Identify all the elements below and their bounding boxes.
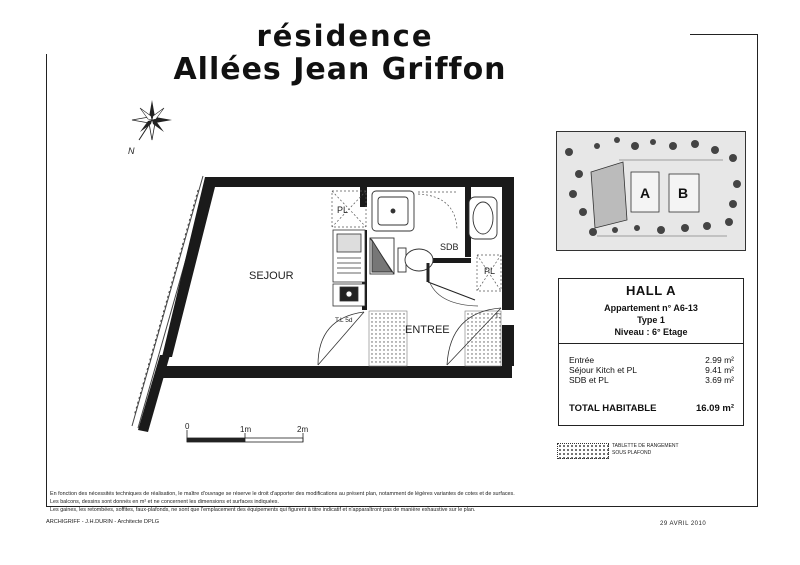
scale-label-0: 0 [185,422,190,431]
cupboard-pl-1 [331,190,367,228]
shower-tray [371,190,415,232]
apartment-type: Type 1 [637,315,665,325]
footer-date: 29 AVRIL 2010 [660,521,707,527]
legend-line-1: TABLETTE DE RANGEMENT [612,443,679,449]
site-map-building-a: A [640,185,650,201]
pl-label-1: PL [337,205,348,215]
scale-label-1m: 1m [240,425,251,434]
hall-title: HALL A [626,283,676,298]
washbasin [468,196,498,240]
cupboard-pl-2 [476,254,502,292]
info-divider [559,343,743,344]
apartment-number: Appartement n° A6-13 [604,303,698,313]
pl-label-2: PL [484,266,495,276]
footer-architect: ARCHIGRIFF - J.H.DURIN - Architecte DPLG [46,519,160,525]
door-entry [446,307,502,366]
fixture-label-tl: T.L 5d [335,317,353,324]
compass-rose-icon [131,100,172,141]
scale-bar [186,430,304,443]
legend-storage-swatch [557,443,609,459]
note-line-3: Les gaines, les retombées, soffites, fau… [50,507,476,513]
water-heater [369,237,395,275]
legend-line-2: SOUS PLAFOND [612,450,652,456]
storage-shelf-2 [464,310,502,367]
room-label-sejour: SEJOUR [249,270,294,282]
compass-north-label: N [128,146,135,156]
site-map: A B [556,131,746,251]
title-line-2: Allées Jean Griffon [0,52,680,88]
fixture-label-tl-right: T. [495,313,500,320]
room-label-sdb: SDB [440,242,459,252]
note-line-2: Les balcons, dessins sont donnés en m² e… [50,499,279,505]
kitchenette [332,229,366,307]
apartment-info-box: HALL A Appartement n° A6-13 Type 1 Nivea… [558,278,744,426]
scale-label-2m: 2m [297,425,308,434]
door-sejour [317,311,365,366]
site-map-building-b: B [678,185,688,201]
shower-door-arc [417,193,458,231]
title-line-1: résidence [0,18,690,54]
apartment-level: Niveau : 6° Etage [614,327,688,337]
room-label-entree: ENTREE [405,324,450,336]
walls [138,177,514,432]
disclaimer-notes: En fonction des nécessités techniques de… [50,490,750,514]
note-line-1: En fonction des nécessités techniques de… [50,491,515,497]
legend-text: TABLETTE DE RANGEMENT SOUS PLAFOND [612,443,679,457]
toilet [397,247,434,273]
